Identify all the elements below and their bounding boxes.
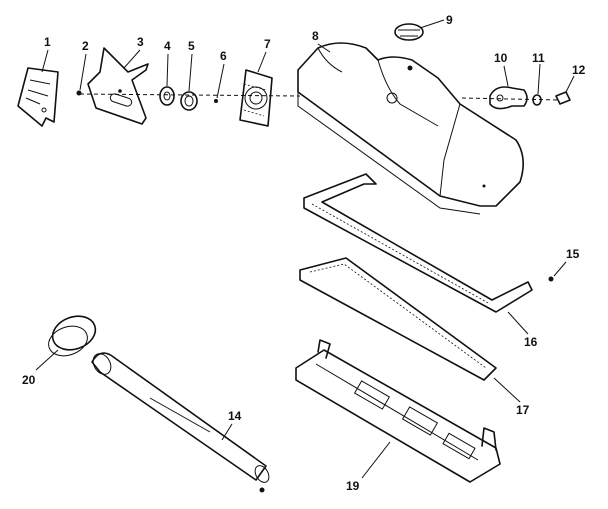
- callout-15: 15: [566, 247, 580, 261]
- part-1-plate: [17, 67, 59, 127]
- part-4-washer: [159, 86, 175, 106]
- callout-20: 20: [22, 373, 36, 387]
- callout-17: 17: [516, 403, 530, 417]
- part-16-bumper: [303, 173, 533, 313]
- part-20-belt: [48, 315, 97, 357]
- leader-lines: [35, 19, 575, 479]
- part-17-gasket: [299, 257, 497, 381]
- part-3-bracket: [87, 47, 149, 125]
- callout-10: 10: [494, 51, 508, 65]
- callout-11: 11: [532, 51, 545, 65]
- part-19-base-plate: [295, 339, 501, 483]
- callout-19: 19: [346, 479, 360, 493]
- part-14-brush-roll: [91, 352, 270, 493]
- callout-9: 9: [446, 13, 453, 27]
- part-10-latch: [489, 86, 528, 110]
- callout-8: 8: [312, 29, 319, 43]
- callout-5: 5: [188, 39, 195, 53]
- callout-14: 14: [228, 409, 242, 423]
- callout-2: 2: [82, 39, 89, 53]
- part-15-screw: [548, 276, 554, 282]
- part-5-washer: [180, 91, 198, 111]
- part-12-screw: [555, 91, 571, 105]
- callout-6: 6: [220, 49, 227, 63]
- callout-4: 4: [164, 39, 171, 53]
- part-8-nozzle-housing: [297, 42, 524, 215]
- part-6-pin: [214, 99, 218, 103]
- callout-12: 12: [572, 63, 586, 77]
- part-2-screw: [76, 90, 82, 96]
- part-7-bearing-plate: [239, 69, 273, 127]
- callout-7: 7: [264, 37, 271, 51]
- part-9-clip: [394, 23, 424, 41]
- assembly-axis-right: [461, 97, 561, 101]
- assembly-axis-left: [79, 93, 301, 97]
- callout-3: 3: [137, 35, 144, 49]
- callout-1: 1: [44, 35, 51, 49]
- callout-16: 16: [524, 335, 538, 349]
